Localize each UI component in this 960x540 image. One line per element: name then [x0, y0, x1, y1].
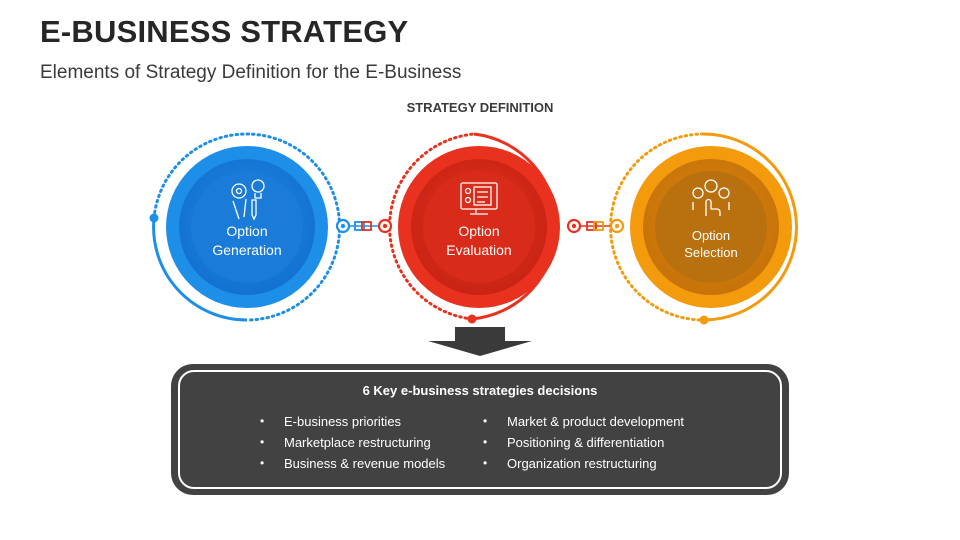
step-1-label-line1: Option — [226, 223, 268, 239]
decisions-panel-border: 6 Key e-business strategies decisions E-… — [178, 370, 782, 489]
step-2-label: Option Evaluation — [399, 222, 559, 260]
list-item: Marketplace restructuring — [260, 432, 445, 453]
step-1-label-line2: Generation — [212, 242, 282, 258]
orange-marker-dot — [699, 315, 709, 325]
gears-lightbulb-pencil-icon — [231, 179, 265, 221]
list-item: Positioning & differentiation — [483, 432, 684, 453]
hand-choice-people-icon — [692, 179, 730, 216]
step-3-label-line2: Selection — [684, 245, 738, 260]
decisions-list-left: E-business priorities Marketplace restru… — [260, 411, 445, 474]
blue-solid-arc — [152, 217, 248, 322]
page-title: E-BUSINESS STRATEGY — [40, 14, 409, 49]
blue-inner-disc — [191, 171, 303, 283]
section-label: STRATEGY DEFINITION — [406, 100, 554, 115]
list-item: Business & revenue models — [260, 453, 445, 474]
list-item: Organization restructuring — [483, 453, 684, 474]
step-option-evaluation — [388, 132, 560, 324]
orange-solid-arc — [702, 132, 798, 322]
step-2-label-line1: Option — [458, 223, 500, 239]
step-option-selection — [609, 132, 798, 325]
list-item: Market & product development — [483, 411, 684, 432]
blue-dotted-arc — [152, 132, 342, 322]
connector-1-2 — [335, 218, 393, 234]
monitor-checklist-icon — [460, 182, 498, 215]
decisions-list-right: Market & product development Positioning… — [483, 411, 684, 474]
step-1-label: Option Generation — [167, 222, 327, 260]
down-arrow-icon — [428, 327, 532, 356]
decisions-title: 6 Key e-business strategies decisions — [362, 383, 598, 398]
step-3-label: Option Selection — [631, 227, 791, 261]
step-3-label-line1: Option — [691, 228, 731, 243]
page-subtitle: Elements of Strategy Definition for the … — [40, 62, 462, 83]
orange-inner-disc — [655, 171, 767, 283]
list-item: E-business priorities — [260, 411, 445, 432]
step-2-label-line2: Evaluation — [446, 242, 512, 258]
connector-2-3 — [566, 218, 625, 234]
red-inner-disc — [423, 171, 535, 283]
red-marker-dot — [467, 314, 477, 324]
step-option-generation — [149, 132, 342, 322]
blue-marker-dot — [149, 213, 159, 223]
decisions-panel: 6 Key e-business strategies decisions E-… — [171, 364, 789, 495]
